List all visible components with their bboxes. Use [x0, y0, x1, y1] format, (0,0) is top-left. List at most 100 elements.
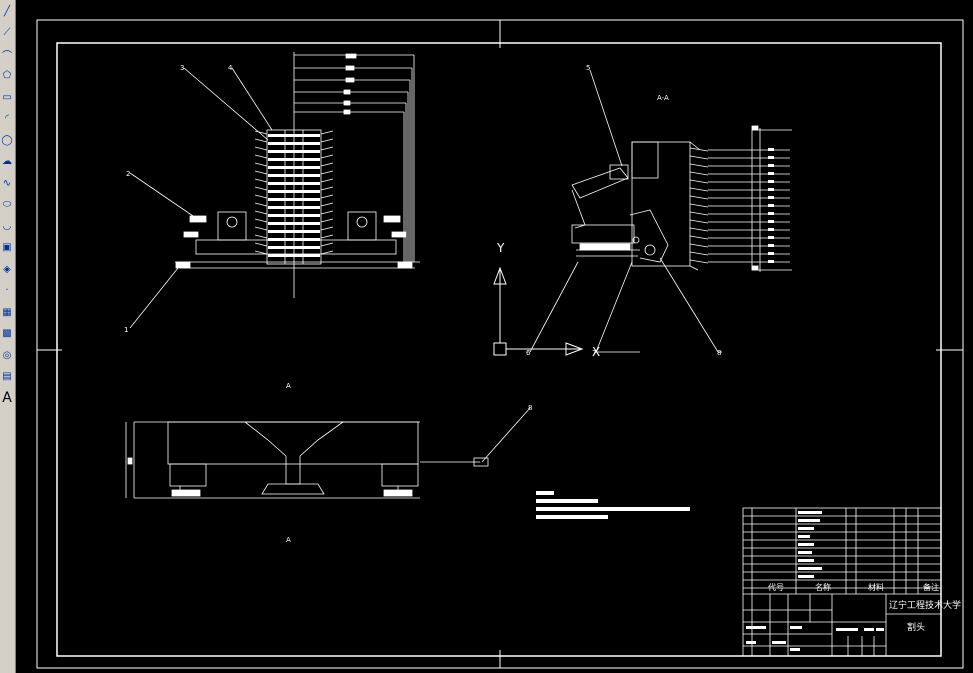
cutter-pick — [254, 250, 268, 255]
dimension-text — [768, 180, 774, 183]
title-header-name: 名称 — [815, 582, 831, 592]
cutter-pick — [254, 178, 268, 183]
cutter-pick — [689, 203, 709, 208]
pick-holder — [268, 182, 320, 185]
ucs-x-label: X — [592, 345, 600, 359]
spline-tool-icon[interactable]: ∿ — [2, 177, 12, 189]
ellipse-tool-icon[interactable]: ⬭ — [2, 199, 12, 210]
draw-toolbar: ╱ ⟋ ⌒ ⬠ ▭ ◜ ◯ ☁ ∿ ⬭ ◡ ▣ ◈ · ▦ ▩ ◎ ▤ A — [0, 0, 16, 673]
circle-tool-icon[interactable]: ◯ — [1, 134, 13, 146]
cutter-pick — [320, 226, 334, 231]
cutter-pick — [689, 251, 709, 256]
cutter-pick — [320, 130, 334, 135]
revision-cloud-tool-icon[interactable]: ☁ — [2, 156, 12, 167]
pick-holder — [268, 254, 320, 257]
dimension-text — [768, 196, 774, 199]
cutter-pick — [689, 147, 709, 152]
cutter-pick — [320, 186, 334, 191]
plan-view — [125, 421, 489, 499]
cutter-pick — [689, 235, 709, 240]
cutter-pick — [254, 146, 268, 151]
pick-holder — [268, 222, 320, 225]
pick-holder — [268, 190, 320, 193]
cutter-pick — [689, 179, 709, 184]
pick-holder — [268, 214, 320, 217]
dimension-text — [768, 164, 774, 167]
table-tool-icon[interactable]: ▤ — [2, 371, 12, 382]
cutter-pick — [689, 171, 709, 176]
arc-tool-icon[interactable]: ◜ — [5, 113, 9, 124]
dimension-text — [768, 220, 774, 223]
ucs-icon — [493, 266, 584, 356]
balloon-5: 5 — [586, 64, 590, 72]
dimension-text — [768, 260, 774, 263]
pick-holder — [268, 238, 320, 241]
plan-leaders — [481, 407, 531, 463]
cutter-pick — [689, 163, 709, 168]
cutter-pick — [689, 219, 709, 224]
view-label-section: A-A — [657, 94, 669, 102]
cutter-pick — [689, 243, 709, 248]
balloon-2: 2 — [126, 170, 130, 178]
cutter-pick — [320, 242, 334, 247]
cutter-pick — [254, 154, 268, 159]
polygon-tool-icon[interactable]: ⬠ — [2, 70, 12, 81]
cutter-pick — [254, 242, 268, 247]
balloon-4: 4 — [228, 64, 233, 72]
cutter-pick — [254, 218, 268, 223]
dimension-text — [768, 252, 774, 255]
ucs-y-label: Y — [496, 241, 505, 255]
cutter-pick — [254, 186, 268, 191]
cutter-pick — [320, 250, 334, 255]
rectangle-tool-icon[interactable]: ▭ — [2, 91, 12, 103]
cutter-pick — [254, 130, 268, 135]
drawing-name: 割头 — [907, 621, 925, 633]
line-tool-icon[interactable]: ╱ — [3, 5, 11, 17]
balloon-8: 8 — [717, 349, 721, 357]
dimension-text — [768, 236, 774, 239]
dimension-text — [768, 228, 774, 231]
drawing-canvas[interactable]: 3 4 2 1 A 5 6 7 8 A-A — [16, 0, 973, 673]
cutter-pick — [320, 138, 334, 143]
title-block — [742, 507, 942, 657]
title-header-code: 代号 — [768, 582, 784, 592]
balloon-3: 3 — [180, 64, 184, 72]
insert-block-tool-icon[interactable]: ▣ — [2, 242, 12, 253]
cutter-pick — [320, 154, 334, 159]
region-tool-icon[interactable]: ◎ — [2, 349, 12, 361]
point-tool-icon[interactable]: · — [5, 285, 9, 296]
pick-holder — [268, 134, 320, 137]
centering-marks — [37, 20, 963, 668]
cutter-pick — [320, 210, 334, 215]
pick-holder — [268, 230, 320, 233]
cutter-pick — [689, 155, 709, 160]
pick-holder — [268, 206, 320, 209]
gradient-tool-icon[interactable]: ▩ — [2, 328, 12, 339]
cutter-pick — [254, 226, 268, 231]
dimension-text — [768, 148, 774, 151]
dimension-text — [768, 156, 774, 159]
make-block-tool-icon[interactable]: ◈ — [3, 263, 11, 275]
dimension-text — [768, 212, 774, 215]
cutter-pick — [320, 178, 334, 183]
ellipse-arc-tool-icon[interactable]: ◡ — [2, 220, 12, 232]
cutter-pick — [254, 210, 268, 215]
cutter-pick — [254, 162, 268, 167]
dimension-text — [768, 204, 774, 207]
polyline-tool-icon[interactable]: ⌒ — [2, 50, 12, 62]
hatch-tool-icon[interactable]: ▦ — [2, 306, 12, 318]
cutter-pick — [320, 170, 334, 175]
cutter-pick — [320, 194, 334, 199]
cutter-pick — [254, 194, 268, 199]
cutter-pick — [320, 218, 334, 223]
dimension-text — [768, 188, 774, 191]
construction-line-tool-icon[interactable]: ⟋ — [3, 27, 11, 38]
sheet-outer-border — [36, 19, 964, 669]
multiline-text-tool-icon[interactable]: A — [2, 390, 12, 406]
pick-holder — [268, 150, 320, 153]
view-label-front: A — [286, 382, 291, 390]
balloon-7: 7 — [592, 349, 596, 357]
cutter-pick — [254, 138, 268, 143]
cutter-pick — [320, 202, 334, 207]
cutter-pick — [320, 162, 334, 167]
